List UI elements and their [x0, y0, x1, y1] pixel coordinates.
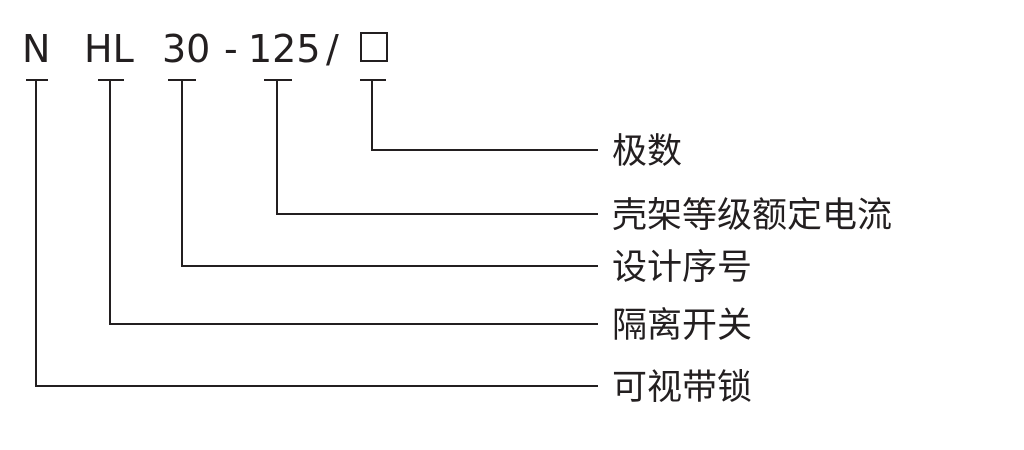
label-design-number: 设计序号: [612, 248, 752, 288]
code-segment-design-number: 30: [162, 27, 210, 71]
label-frame-rated-current: 壳架等级额定电流: [612, 196, 892, 236]
code-separator-dash: -: [224, 27, 238, 71]
code-segment-type: HL: [84, 27, 134, 71]
label-pole-count: 极数: [612, 132, 682, 172]
labels: 极数 壳架等级额定电流 设计序号 隔离开关 可视带锁: [612, 132, 892, 408]
leader-frame-current: [276, 80, 598, 215]
code-segment-frame-current: 125: [248, 27, 321, 71]
leader-visible-lock: [35, 80, 598, 387]
leader-pole-count: [371, 80, 598, 151]
pole-count-placeholder-box: [360, 32, 388, 62]
label-visible-lock: 可视带锁: [612, 368, 752, 408]
leader-isolating-switch: [109, 80, 598, 325]
model-code: N HL 30 - 125 /: [22, 27, 388, 71]
code-segment-series: N: [22, 27, 50, 71]
leader-lines: [35, 80, 598, 387]
label-isolating-switch: 隔离开关: [612, 306, 752, 346]
leader-design-number: [181, 80, 598, 267]
code-separator-slash: /: [326, 27, 339, 71]
